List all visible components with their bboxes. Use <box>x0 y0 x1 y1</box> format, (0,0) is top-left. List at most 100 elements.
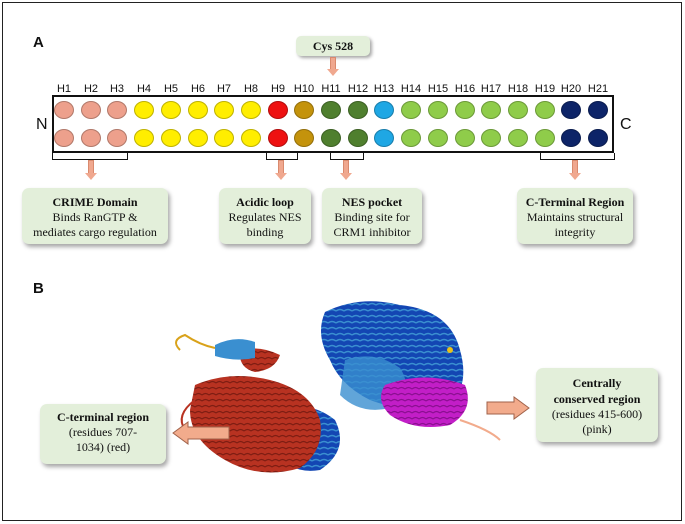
helix-label: H15 <box>427 83 449 95</box>
helix-label: H8 <box>243 83 259 95</box>
helix-oval <box>561 101 581 119</box>
helix-label: H9 <box>270 83 286 95</box>
helix-oval <box>374 129 394 147</box>
helix-label: H20 <box>560 83 582 95</box>
cterm-desc-2: integrity <box>554 225 596 239</box>
b-right-title1: Centrally <box>572 376 622 390</box>
helix-oval <box>374 101 394 119</box>
nes-desc-2: CRM1 inhibitor <box>333 225 411 239</box>
acidic-desc-1: Regulates NES <box>228 210 302 224</box>
helix-oval <box>455 101 475 119</box>
helix-oval <box>81 101 101 119</box>
helix-oval <box>107 101 127 119</box>
nes-pocket-bracket <box>330 153 364 160</box>
helix-oval <box>428 101 448 119</box>
helix-label: H14 <box>400 83 422 95</box>
helix-label: H10 <box>293 83 315 95</box>
helix-oval <box>535 101 555 119</box>
helix-label: H7 <box>216 83 232 95</box>
nes-arrow <box>340 160 352 180</box>
acidic-loop-callout: Acidic loop Regulates NES binding <box>219 188 311 244</box>
protein-structure-image <box>175 301 501 473</box>
cterm-desc-1: Maintains structural <box>526 210 624 224</box>
acidic-arrow <box>275 160 287 180</box>
helix-oval <box>321 129 341 147</box>
helix-oval <box>134 129 154 147</box>
helix-oval <box>401 129 421 147</box>
pink-region-shape <box>381 377 468 428</box>
crime-title: CRIME Domain <box>52 195 138 209</box>
acidic-desc-2: binding <box>246 225 284 239</box>
helix-label: H6 <box>190 83 206 95</box>
helix-label: H19 <box>534 83 556 95</box>
helix-oval <box>268 101 288 119</box>
cys-528-label: Cys 528 <box>296 36 370 56</box>
helix-oval <box>268 129 288 147</box>
c-terminus-label: C <box>620 116 632 133</box>
helix-oval <box>481 129 501 147</box>
centrally-conserved-callout: Centrally conserved region (residues 415… <box>536 368 658 442</box>
nes-pocket-callout: NES pocket Binding site for CRM1 inhibit… <box>322 188 422 244</box>
helix-oval <box>481 101 501 119</box>
b-right-line1: (residues 415-600) <box>551 407 643 421</box>
helix-oval <box>455 129 475 147</box>
helix-oval <box>535 129 555 147</box>
helix-label: H16 <box>454 83 476 95</box>
helix-oval <box>134 101 154 119</box>
helix-oval <box>54 129 74 147</box>
c-terminal-bracket <box>540 153 615 160</box>
helix-label: H1 <box>56 83 72 95</box>
crime-domain-callout: CRIME Domain Binds RanGTP & mediates car… <box>22 188 168 244</box>
helix-label: H11 <box>321 83 341 95</box>
crime-bracket <box>52 153 128 160</box>
panel-b-letter: B <box>33 280 44 297</box>
helix-oval <box>294 101 314 119</box>
c-terminal-region-callout: C-Terminal Region Maintains structural i… <box>517 188 633 244</box>
acidic-loop-bracket <box>266 153 298 160</box>
helix-oval <box>241 101 261 119</box>
b-right-title2: conserved region <box>553 392 641 406</box>
helix-oval <box>401 101 421 119</box>
helix-oval <box>81 129 101 147</box>
helix-oval <box>54 101 74 119</box>
nes-desc-1: Binding site for <box>334 210 410 224</box>
helix-oval <box>348 101 368 119</box>
cys-arrow <box>327 57 339 76</box>
helix-oval <box>161 129 181 147</box>
helix-oval <box>508 129 528 147</box>
helix-diagram-box <box>52 95 614 153</box>
helix-oval <box>348 129 368 147</box>
crime-desc-1: Binds RanGTP & <box>52 210 138 224</box>
helix-label: H13 <box>373 83 395 95</box>
yellow-loop <box>175 333 216 351</box>
helix-oval <box>241 129 261 147</box>
cterm-title: C-Terminal Region <box>525 195 625 209</box>
helix-oval <box>321 101 341 119</box>
helix-label: H5 <box>163 83 179 95</box>
helix-oval <box>428 129 448 147</box>
helix-label: H12 <box>347 83 369 95</box>
nes-title: NES pocket <box>341 195 403 209</box>
helix-label: H21 <box>587 83 609 95</box>
helix-oval <box>588 101 608 119</box>
helix-label: H2 <box>83 83 99 95</box>
panel-a-letter: A <box>33 34 44 51</box>
helix-oval <box>294 129 314 147</box>
helix-label: H4 <box>136 83 152 95</box>
helix-oval <box>561 129 581 147</box>
helix-oval <box>508 101 528 119</box>
right-arrow <box>486 396 530 420</box>
acidic-title: Acidic loop <box>236 195 294 209</box>
helix-label: H17 <box>480 83 502 95</box>
c-terminal-arrow <box>569 160 581 180</box>
teal-helix <box>215 339 255 360</box>
helix-oval <box>214 101 234 119</box>
helix-oval <box>214 129 234 147</box>
crime-desc-2: mediates cargo regulation <box>33 225 157 239</box>
b-left-line1: (residues 707- <box>68 425 138 439</box>
orange-loop <box>459 419 501 441</box>
n-terminus-label: N <box>36 116 48 133</box>
helix-oval <box>107 129 127 147</box>
b-left-line2: 1034) (red) <box>75 440 131 454</box>
c-terminal-region-b-callout: C-terminal region (residues 707- 1034) (… <box>40 404 166 464</box>
